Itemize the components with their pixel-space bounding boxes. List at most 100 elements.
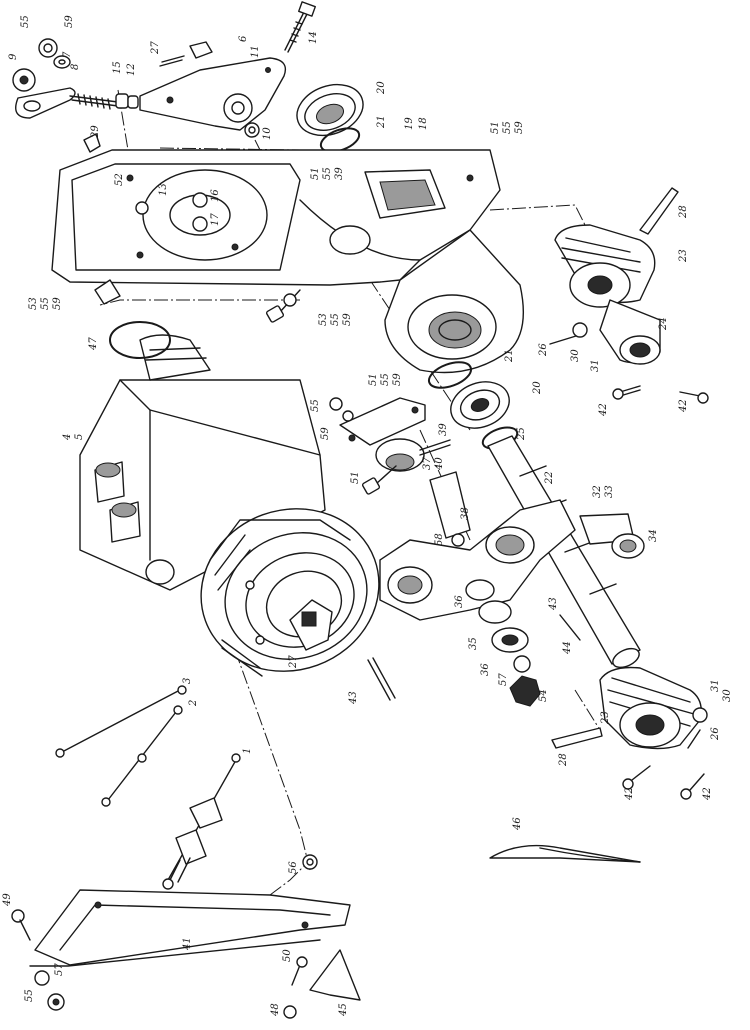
screw-42-d — [689, 773, 705, 791]
label-58: 58 — [434, 533, 445, 546]
label-49: 49 — [2, 893, 13, 907]
label-35: 35 — [468, 637, 479, 650]
label-55-bracket: 55 — [310, 399, 321, 412]
label-9: 9 — [8, 53, 19, 60]
main-frame — [51, 149, 525, 374]
nut-30-top — [572, 322, 588, 338]
label-33: 33 — [604, 485, 615, 498]
label-38-a: 38 — [460, 507, 471, 520]
label-26-top: 26 — [538, 343, 549, 357]
label-43-right: 43 — [548, 597, 559, 611]
nut-15 — [115, 93, 129, 109]
screw-29 — [83, 133, 101, 153]
label-15: 15 — [112, 61, 123, 74]
motor-end-cap — [139, 334, 211, 381]
label-37: 37 — [422, 457, 433, 470]
frame-plate-disc — [142, 169, 268, 261]
shaft-38 — [429, 471, 471, 539]
label-59-left: 59 — [52, 297, 63, 310]
label-21-bottom: 21 — [504, 349, 515, 363]
label-4: 4 — [62, 434, 73, 441]
label-31-top: 31 — [590, 359, 601, 372]
label-30-top: 30 — [570, 349, 581, 362]
screw-42-c — [631, 765, 651, 781]
label-27-brake: 27 — [288, 655, 299, 669]
tension-lever-group — [12, 1, 316, 153]
label-55-right: 55 — [330, 313, 341, 326]
label-51-bracket: 51 — [368, 373, 379, 386]
idler-pulley-top — [296, 83, 364, 153]
nut-30-bottom — [692, 707, 708, 723]
threaded-rod — [69, 95, 119, 107]
bolt-14 — [284, 9, 306, 51]
label-59-right: 59 — [342, 313, 353, 326]
nut-54 — [509, 675, 541, 707]
label-20-top: 20 — [376, 81, 387, 95]
label-27-top: 27 — [150, 41, 161, 55]
pulley-upper-right — [549, 187, 709, 404]
label-59: 59 — [64, 15, 75, 28]
label-22: 22 — [544, 471, 555, 485]
label-50: 50 — [282, 949, 293, 962]
label-55-base: 55 — [24, 989, 35, 1002]
label-53-right: 53 — [318, 313, 329, 326]
washer-57 — [513, 655, 531, 673]
base-bracket-41 — [11, 844, 641, 1019]
pin-28-bottom — [551, 727, 603, 749]
bearing-36 — [478, 600, 512, 624]
pins-group — [55, 685, 318, 890]
part-labels: 55 59 9 7 8 15 12 27 6 11 14 10 20 21 29… — [2, 15, 733, 1017]
label-41: 41 — [182, 937, 193, 951]
label-23-bottom: 23 — [600, 711, 611, 725]
bearing-bracket — [329, 397, 471, 547]
label-39: 39 — [438, 423, 449, 436]
label-34: 34 — [648, 529, 659, 542]
label-40: 40 — [434, 457, 445, 471]
label-55-frame: 55 — [502, 121, 513, 134]
label-59-bracket: 59 — [320, 427, 331, 440]
pin-26-top — [549, 335, 577, 345]
spring-clip-45 — [309, 949, 361, 1001]
label-57-base: 57 — [54, 963, 65, 976]
label-45: 45 — [338, 1003, 349, 1017]
label-23-top: 23 — [678, 249, 689, 263]
label-16: 16 — [210, 189, 221, 202]
label-10: 10 — [262, 127, 273, 140]
label-53-left: 53 — [28, 297, 39, 310]
label-55-left: 55 — [40, 297, 51, 310]
label-19: 19 — [404, 117, 415, 130]
label-46: 46 — [512, 817, 523, 831]
label-29: 29 — [90, 125, 101, 139]
label-28-top: 28 — [678, 205, 689, 219]
label-32: 32 — [592, 485, 603, 498]
label-55-mid: 55 — [322, 167, 333, 180]
bolt-50 — [291, 964, 301, 986]
washer-10 — [244, 122, 260, 138]
label-6: 6 — [238, 35, 249, 42]
screw-42-b — [679, 391, 701, 397]
label-44: 44 — [562, 641, 573, 655]
pin-28-top — [639, 187, 679, 235]
label-39-mid: 39 — [334, 167, 345, 180]
label-55-bracket-b: 55 — [380, 373, 391, 386]
label-51-frame: 51 — [490, 121, 501, 134]
label-51-bolt: 51 — [350, 471, 361, 484]
nut-17 — [192, 216, 208, 232]
label-51-mid: 51 — [310, 167, 321, 180]
pin-3 — [61, 689, 181, 753]
label-55: 55 — [20, 15, 31, 28]
pin-26-bottom — [687, 729, 701, 749]
label-24: 24 — [658, 317, 669, 331]
label-59-bracket-b: 59 — [392, 373, 403, 386]
nut-top — [189, 41, 213, 59]
label-21-top: 21 — [376, 115, 387, 129]
label-42-c: 42 — [624, 787, 635, 801]
label-1: 1 — [242, 748, 253, 754]
washer-59-bracket — [342, 410, 354, 422]
brake-disc — [200, 508, 380, 672]
label-11: 11 — [250, 45, 261, 58]
label-26-bottom: 26 — [710, 727, 721, 741]
lever-plate-6 — [139, 57, 287, 131]
label-43-left: 43 — [348, 691, 359, 705]
